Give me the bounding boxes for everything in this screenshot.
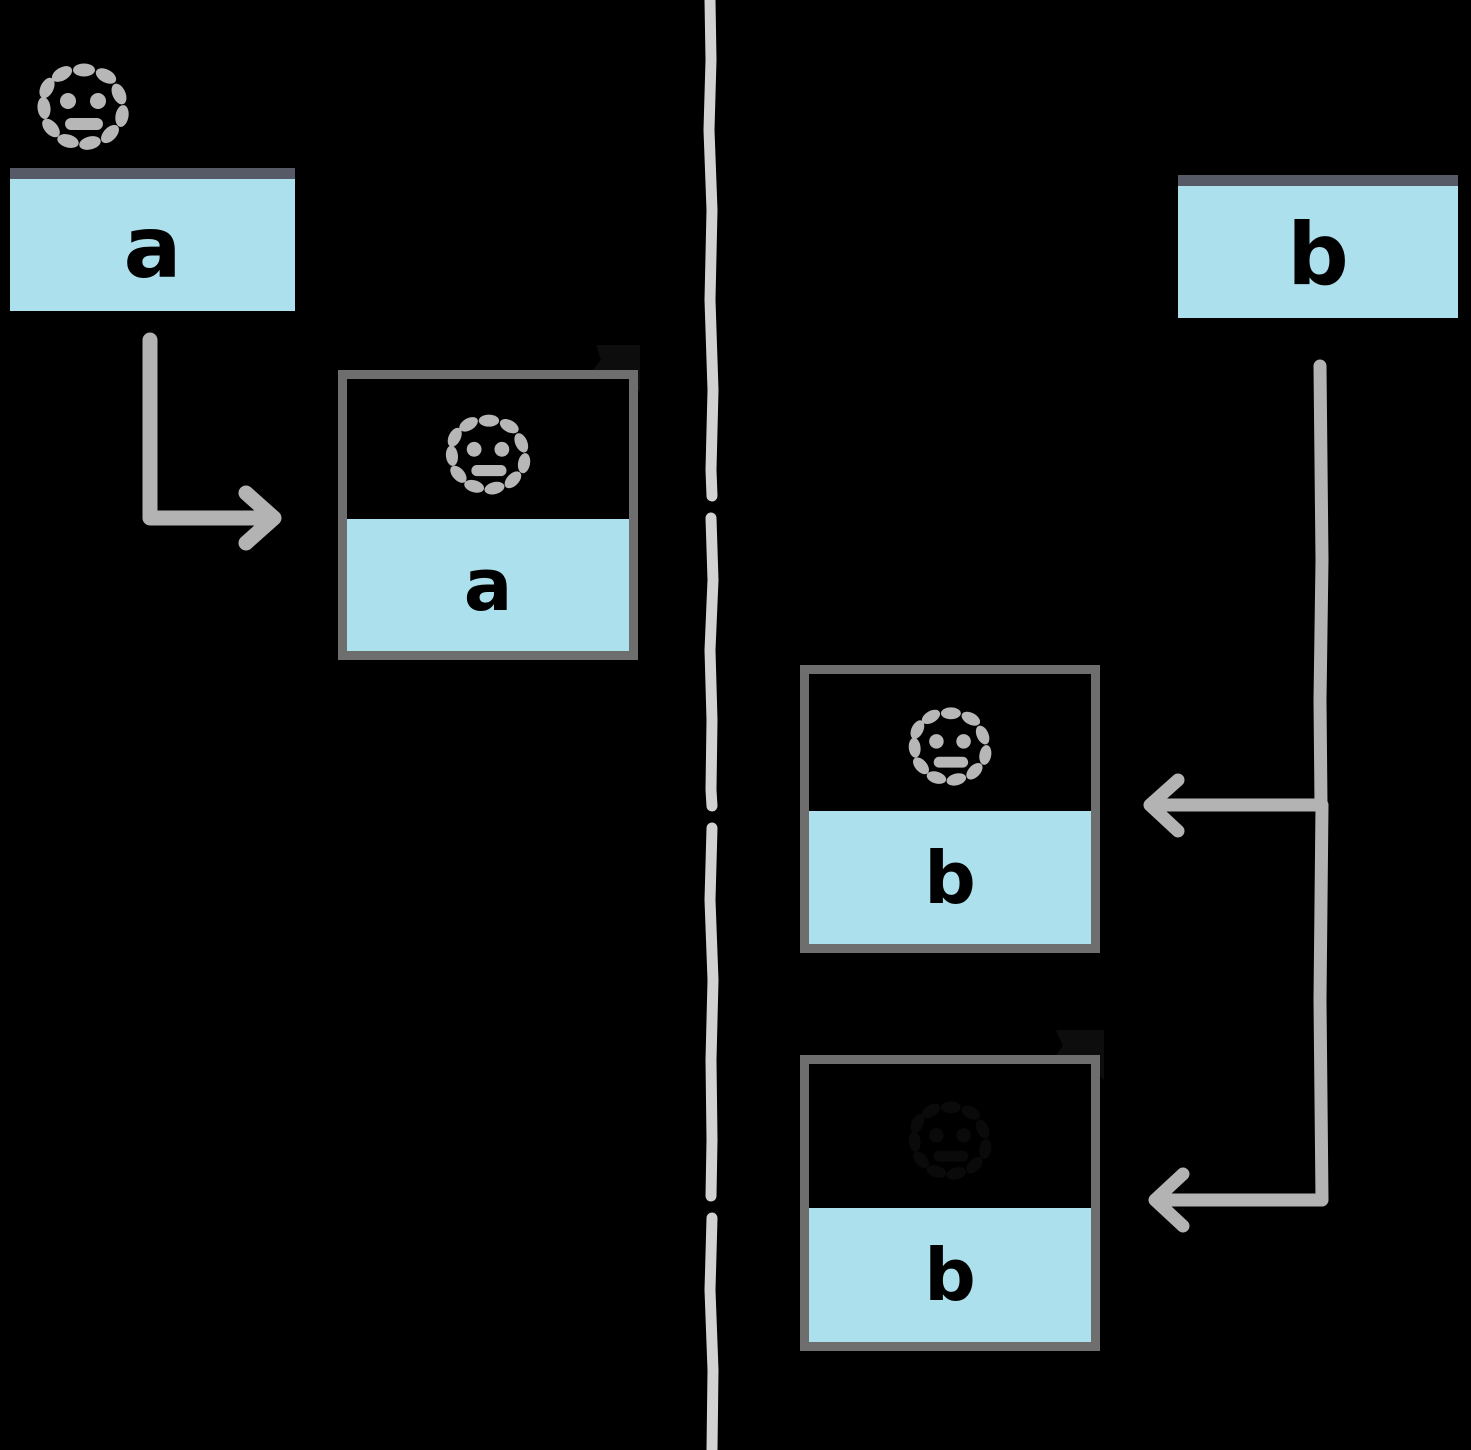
source-b-title-bar	[1178, 175, 1458, 188]
source-a-body	[10, 179, 295, 311]
target-a-letter: a	[463, 543, 513, 627]
source-a-letter: a	[123, 198, 182, 299]
arrow-b-source-to-target-2	[1148, 798, 1329, 1233]
dashed-circle-face-icon	[907, 1100, 993, 1182]
target-a-card[interactable]: a	[338, 370, 638, 660]
target-b-2-foot: b	[809, 1208, 1091, 1342]
source-a-title-bar	[10, 168, 295, 181]
target-a-foot: a	[347, 519, 629, 651]
target-b-1-head	[809, 674, 1091, 812]
swimlane-divider	[703, 0, 719, 1450]
target-b-2-head	[809, 1064, 1091, 1209]
dashed-circle-face-icon	[907, 706, 993, 788]
dashed-circle-face-icon	[36, 62, 131, 152]
arrow-a-source-to-target	[142, 332, 282, 551]
target-b-1-card[interactable]: b	[800, 665, 1100, 953]
target-a-head	[347, 379, 629, 520]
dashed-circle-face-icon	[444, 413, 532, 496]
target-b-1-foot: b	[809, 811, 1091, 944]
source-a-header	[30, 52, 150, 158]
target-b-2-letter: b	[924, 1233, 976, 1317]
source-b-body	[1178, 186, 1458, 318]
target-b-1-letter: b	[924, 835, 976, 920]
source-a-card[interactable]: a	[10, 168, 295, 311]
target-b-2-card[interactable]: b	[800, 1055, 1100, 1351]
source-b-card[interactable]: b	[1178, 175, 1458, 318]
arrow-b-source-to-target-1	[1143, 359, 1329, 838]
source-b-letter: b	[1287, 205, 1349, 306]
